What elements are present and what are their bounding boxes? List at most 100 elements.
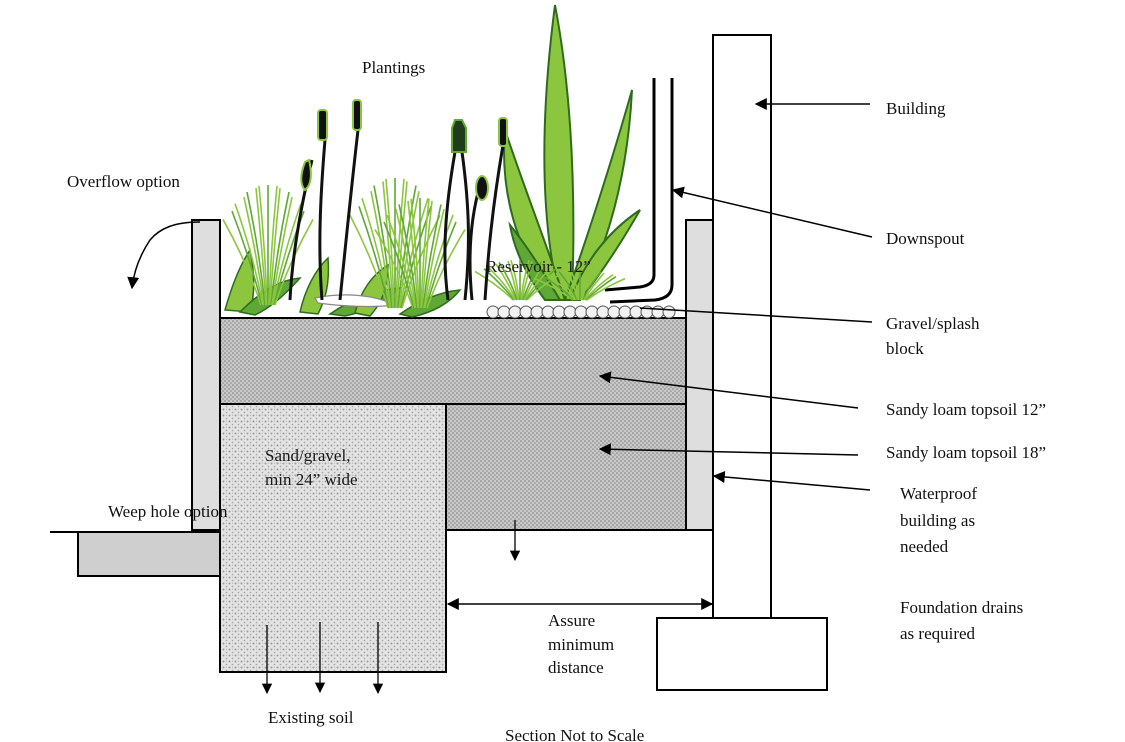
grass-blade [524, 265, 554, 301]
grass-blade [522, 261, 542, 301]
plantings-group [222, 4, 641, 318]
pebble [552, 305, 566, 319]
pebble [651, 305, 665, 319]
pebble [574, 305, 588, 319]
downspout-pipe-outer [609, 78, 674, 304]
planter-wall-right [685, 219, 714, 531]
cattail-stems [288, 99, 508, 301]
grass-blade [272, 203, 302, 306]
topsoil-12-layer [219, 317, 687, 405]
waterproof-leader [712, 470, 871, 491]
pebble [486, 305, 500, 319]
label-waterproof-2: building as [900, 511, 975, 530]
label-weep-hole: Weep hole option [108, 502, 228, 521]
pebble [508, 305, 522, 319]
label-building: Building [886, 99, 946, 118]
grass-blade [270, 191, 290, 306]
sand-gravel-column [219, 403, 447, 673]
grass-blade [520, 260, 530, 301]
grass-blade [486, 265, 516, 301]
grass-blade [423, 209, 445, 309]
pebble [497, 305, 511, 319]
ground-structures [50, 34, 828, 691]
downspout-pipe-inner [604, 78, 656, 292]
grass-blade [525, 268, 557, 301]
grass-blade [474, 270, 514, 301]
grass-blade [401, 214, 441, 309]
pebble [662, 305, 676, 319]
grass-blade [370, 191, 392, 309]
pebble [607, 305, 621, 319]
grass-blade [269, 188, 281, 306]
grass-blade [222, 219, 262, 306]
grass-blade [507, 260, 519, 301]
downspout [604, 78, 674, 304]
grass-blade [585, 275, 617, 301]
label-assure-3: distance [548, 658, 604, 677]
gravel-leader [639, 307, 873, 323]
grass-blade [231, 210, 263, 306]
label-topsoil-18: Sandy loam topsoil 18” [886, 443, 1046, 462]
planter-wall-left [191, 219, 221, 531]
pebble [563, 305, 577, 319]
grass-blade [246, 191, 266, 306]
grass-blade [374, 229, 414, 309]
label-sand-gravel-1: Sand/gravel, [265, 446, 350, 465]
grass-blade [397, 185, 417, 309]
grass-blade [546, 274, 576, 301]
grass-blade [234, 203, 264, 306]
label-waterproof-3: needed [900, 537, 949, 556]
labels: Plantings Overflow option Reservoir - 12… [67, 58, 1046, 742]
grass-blade [268, 185, 278, 306]
label-assure-2: minimum [548, 635, 614, 654]
label-topsoil-12: Sandy loam topsoil 12” [886, 400, 1046, 419]
building-wall [712, 34, 772, 619]
grass-blade [407, 200, 419, 309]
grass-blade [521, 260, 533, 301]
grass-blade [424, 214, 454, 309]
grass-blade [382, 181, 394, 309]
grass-blade [558, 271, 578, 301]
grass-blade [422, 204, 442, 309]
pebble [618, 305, 632, 319]
footing-slab-left [77, 531, 221, 577]
grass-blade [421, 200, 433, 309]
grass-blade [383, 221, 415, 309]
label-overflow: Overflow option [67, 172, 180, 191]
downspout-leader [671, 186, 873, 238]
grass-blade [583, 272, 605, 301]
broadleaf-plant [503, 4, 641, 301]
grass-blade [386, 214, 416, 309]
grass-blade [426, 229, 466, 309]
topsoil-18-leader [598, 443, 859, 456]
pebble [541, 305, 555, 319]
label-existing-soil: Existing soil [268, 708, 354, 727]
grass-blade [243, 197, 265, 306]
grass-blade [555, 272, 577, 301]
grass-blade [358, 206, 390, 309]
grass-blade [410, 198, 420, 309]
grass-blade [510, 260, 520, 301]
grass-blade [582, 271, 602, 301]
label-plantings: Plantings [362, 58, 425, 77]
grass-blade [586, 277, 626, 301]
grass-blade [534, 277, 574, 301]
pebble [585, 305, 599, 319]
grass-blade [567, 270, 579, 301]
building-footing [656, 617, 828, 691]
grass-blade [498, 261, 518, 301]
pebble [596, 305, 610, 319]
label-waterproof-1: Waterproof [900, 484, 977, 503]
grass-blade [258, 185, 268, 306]
label-gravel-1: Gravel/splash [886, 314, 980, 333]
pebble [530, 305, 544, 319]
label-reservoir: Reservoir - 12” [486, 257, 591, 276]
label-sand-gravel-2: min 24” wide [265, 470, 358, 489]
grass-blade [395, 178, 405, 309]
leader-lines [127, 98, 873, 695]
label-foundation-1: Foundation drains [900, 598, 1023, 617]
grass-blade [581, 270, 593, 301]
grass-blade [349, 214, 389, 309]
grass-blade [543, 275, 575, 301]
